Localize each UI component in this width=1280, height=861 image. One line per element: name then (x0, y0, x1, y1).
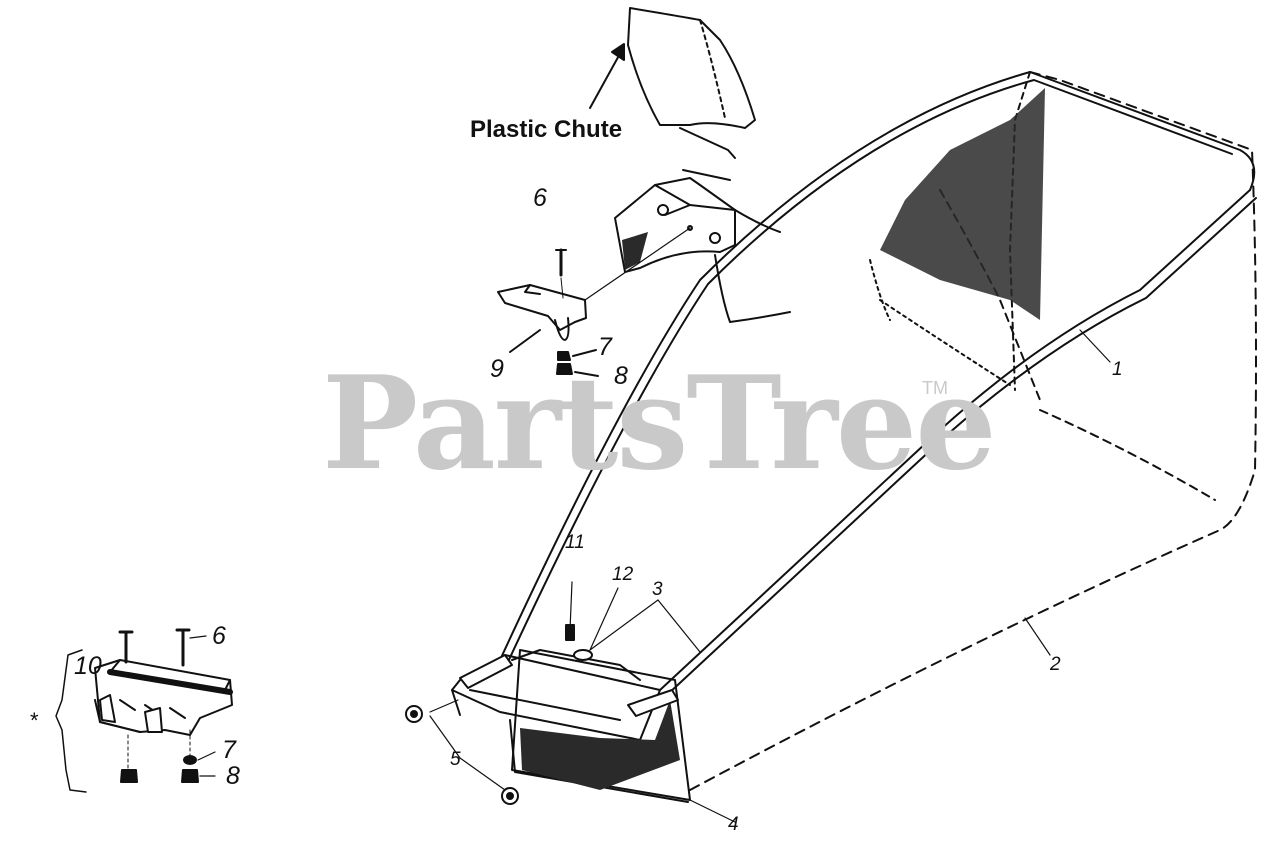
trademark-mark: TM (922, 378, 948, 398)
label-part-5: 5 (450, 749, 461, 770)
label-part-4: 4 (728, 814, 739, 835)
asterisk-marker: * (30, 708, 39, 733)
screw-11 (569, 581, 573, 631)
deflector-plate (497, 227, 691, 341)
washer-12 (573, 649, 593, 661)
screw-6-top (555, 248, 567, 299)
label-part-8-side: 8 (226, 762, 240, 790)
label-part-12: 12 (612, 564, 634, 585)
label-part-11: 11 (565, 532, 585, 553)
label-part-7-side: 7 (222, 736, 236, 764)
bracket-10 (94, 659, 233, 736)
throat-fabric (520, 700, 680, 790)
label-part-3: 3 (652, 579, 663, 600)
label-part-7-top: 7 (598, 333, 612, 361)
nut-8-side (181, 769, 199, 783)
chute-pointer-arrow (589, 49, 623, 109)
label-part-2: 2 (1050, 654, 1061, 675)
washer-7-side (183, 755, 197, 765)
plastic-chute-label: Plastic Chute (470, 116, 623, 143)
partstree-watermark: PartsTree (322, 349, 997, 499)
nut-8-top (556, 363, 573, 375)
label-part-6-side: 6 (212, 622, 226, 650)
plastic-chute (627, 7, 756, 181)
label-part-9: 9 (490, 355, 504, 383)
label-part-10: 10 (74, 652, 102, 680)
screws-6-side (118, 628, 191, 667)
washer-7-top (557, 351, 571, 361)
label-part-8-top: 8 (614, 362, 628, 390)
label-part-1: 1 (1112, 359, 1123, 380)
bag-shading (880, 88, 1045, 320)
grass-bag-frame (451, 71, 1257, 716)
chute-bracket (614, 177, 791, 323)
bracket-brace (55, 649, 87, 793)
label-part-6-top: 6 (533, 184, 547, 212)
